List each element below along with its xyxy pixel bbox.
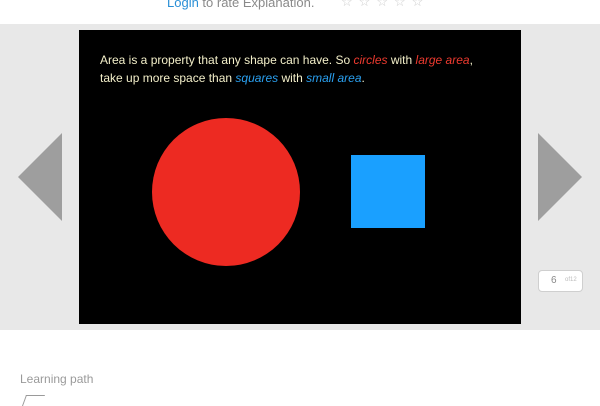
caption-text: with — [278, 71, 307, 85]
learning-path-label: Learning path — [20, 372, 94, 386]
slide-caption: Area is a property that any shape can ha… — [100, 51, 500, 87]
caption-circles: circles — [353, 53, 388, 67]
blue-square — [351, 155, 425, 228]
caption-large-area: large area — [415, 53, 470, 67]
caption-text: , take up more space than — [100, 53, 473, 85]
caption-text: with — [387, 53, 416, 67]
star-icon[interactable]: ☆ — [393, 0, 412, 9]
star-icon[interactable]: ☆ — [411, 0, 430, 9]
star-icon[interactable]: ☆ — [358, 0, 377, 9]
rating-prompt: Login to rate Explanation. — [167, 0, 314, 10]
page-indicator: 6 of12 — [538, 270, 583, 292]
login-link[interactable]: Login — [167, 0, 199, 10]
star-icon[interactable]: ☆ — [341, 0, 359, 9]
star-rating[interactable]: ☆☆☆☆☆ — [341, 0, 429, 10]
slideshow: Area is a property that any shape can ha… — [0, 24, 600, 330]
rating-prompt-text: to rate Explanation. — [198, 0, 315, 10]
caption-text: Area is a property that any shape can ha… — [100, 53, 354, 67]
page-total: of12 — [565, 277, 577, 283]
page-number: 6 — [551, 275, 557, 286]
caption-text: . — [361, 71, 365, 85]
arrow-right-icon[interactable] — [538, 133, 582, 221]
arrow-left-icon[interactable] — [18, 133, 62, 221]
map-icon — [21, 395, 46, 406]
star-icon[interactable]: ☆ — [376, 0, 394, 9]
slide-canvas: Area is a property that any shape can ha… — [79, 30, 521, 324]
rating-bar: Login to rate Explanation. ☆☆☆☆☆ — [0, 0, 600, 24]
caption-squares: squares — [235, 71, 279, 85]
red-circle — [152, 118, 300, 266]
caption-small-area: small area — [306, 71, 362, 85]
